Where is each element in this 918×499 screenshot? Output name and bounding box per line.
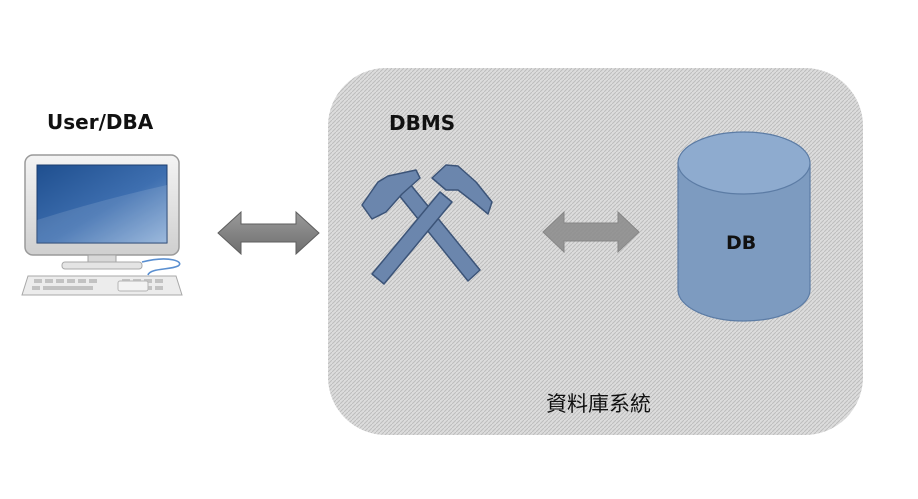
double-arrow-icon (542, 210, 640, 254)
double-arrow-icon (217, 210, 320, 256)
hammer-tools-icon (361, 164, 493, 285)
computer-icon (21, 154, 183, 296)
database-cylinder-icon (677, 131, 811, 322)
user-dba-label: User/DBA (47, 110, 154, 134)
db-label: DB (726, 232, 757, 254)
dbms-label: DBMS (389, 111, 456, 135)
database-system-label: 資料庫系統 (546, 392, 651, 416)
